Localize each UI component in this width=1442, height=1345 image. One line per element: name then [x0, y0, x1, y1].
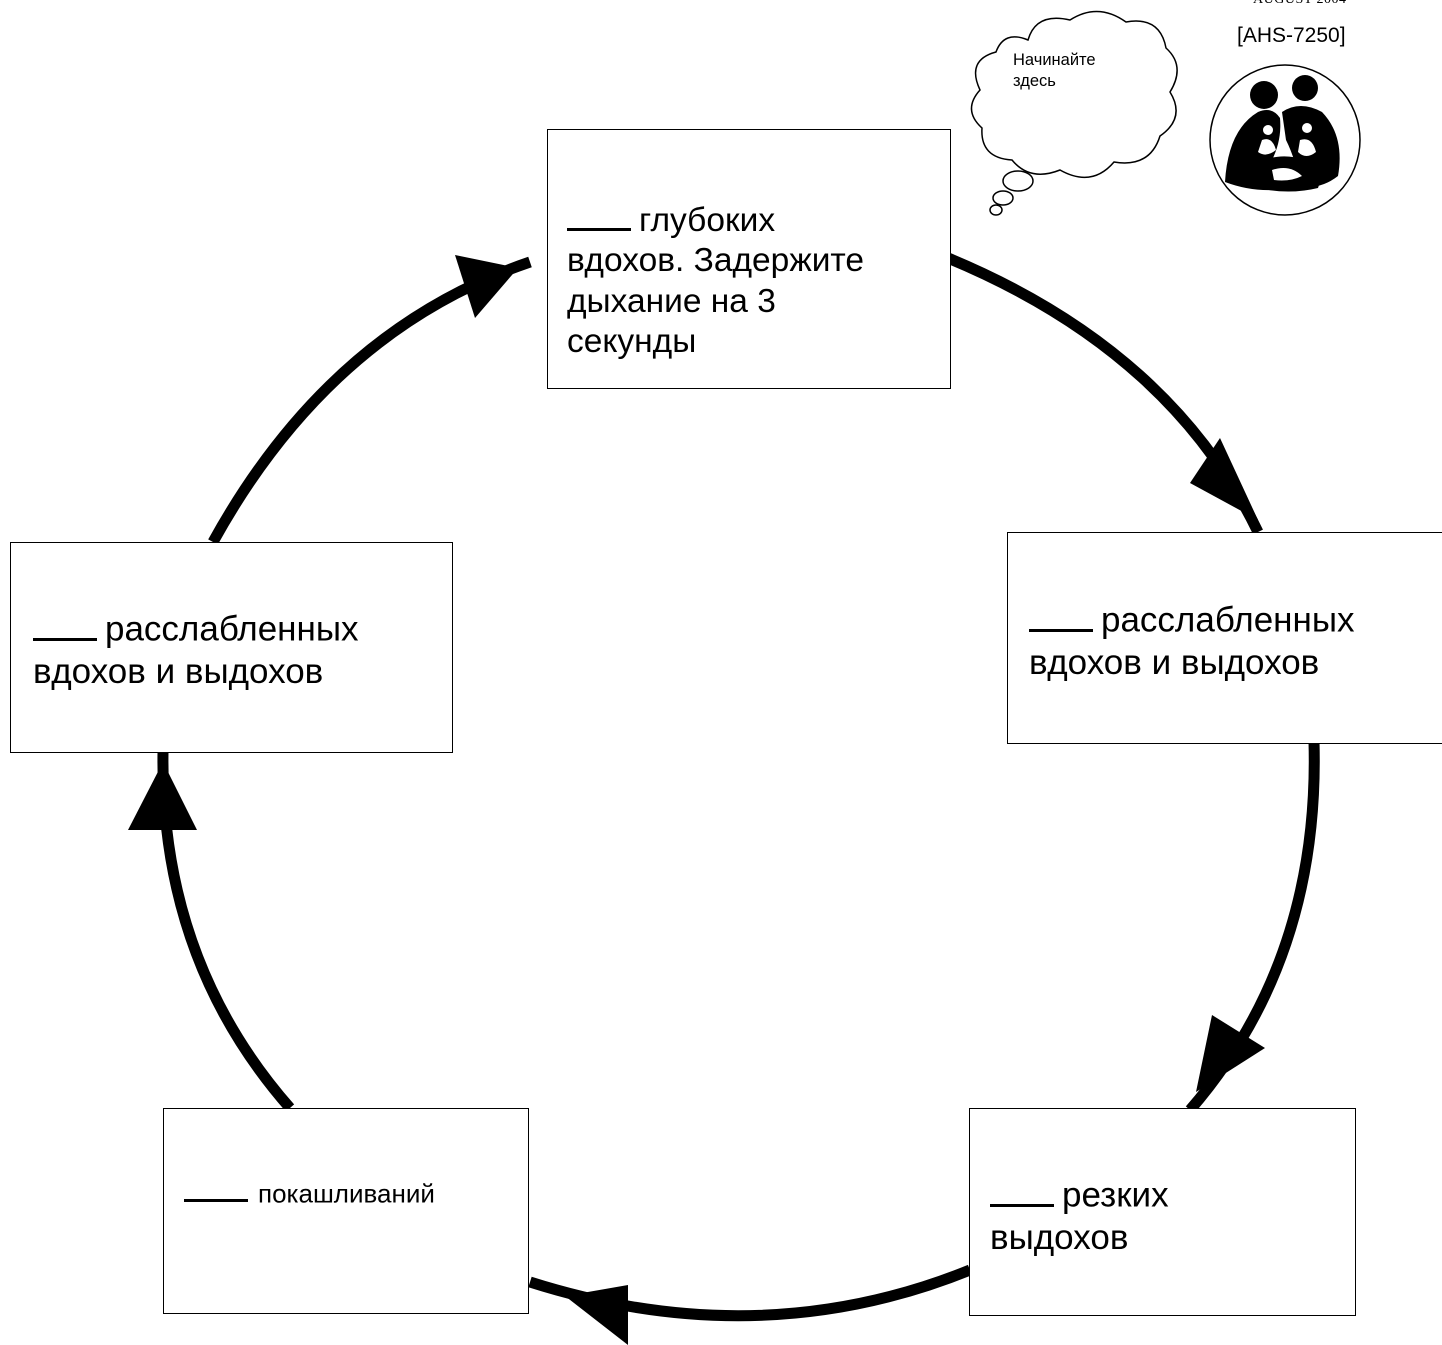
- arrowhead-left-up: [128, 762, 197, 830]
- arrowhead-top-right: [1190, 438, 1258, 520]
- family-seal-logo: [1209, 64, 1361, 216]
- header-date: AUGUST 2004: [1253, 0, 1347, 8]
- start-bubble: [970, 10, 1178, 216]
- step-box-bottom-left: [163, 1108, 529, 1314]
- step-text-top: глубоких вдохов. Задержите дыхание на 3 …: [567, 198, 864, 362]
- step-line-bottom-right-1: резких: [990, 1172, 1169, 1217]
- step-box-bottom-right: [969, 1108, 1356, 1316]
- step-line-top-1: глубоких: [567, 198, 864, 241]
- step-line-bottom-left-1: покашливаний: [184, 1176, 435, 1210]
- answer-blank-bottom-right: [990, 1172, 1054, 1207]
- step-box-left: [10, 542, 453, 753]
- arrowhead-right-bottom: [1196, 1015, 1265, 1092]
- step-text-bottom-left: покашливаний: [184, 1176, 435, 1210]
- answer-blank-right: [1029, 597, 1093, 632]
- step-line-bottom-right-2: выдохов: [990, 1217, 1129, 1257]
- step-left-text-1: расслабленных: [105, 609, 359, 649]
- start-bubble-label: Начинайте здесь: [1013, 50, 1123, 91]
- header-code: [AHS-7250]: [1237, 24, 1346, 47]
- step-box-top: [547, 129, 951, 389]
- step-line-left-1: расслабленных: [33, 606, 359, 651]
- step-text-bottom-right: резких выдохов: [990, 1172, 1169, 1259]
- arrowhead-bottom: [565, 1285, 628, 1345]
- step-text-right: расслабленных вдохов и выдохов: [1029, 597, 1355, 684]
- step-line-left-2: вдохов и выдохов: [33, 651, 324, 691]
- step-line-right-1: расслабленных: [1029, 597, 1355, 642]
- step-line-right-2: вдохов и выдохов: [1029, 642, 1320, 682]
- step-line-top-3: дыхание на 3: [567, 282, 776, 320]
- answer-blank-bottom-left: [184, 1176, 248, 1203]
- step-right-text-1: расслабленных: [1101, 600, 1355, 640]
- step-box-right: [1007, 532, 1442, 744]
- step-bottom-right-text-1: резких: [1062, 1175, 1169, 1215]
- step-top-text-1: глубоких: [639, 202, 776, 240]
- step-line-top-4: секунды: [567, 322, 697, 360]
- answer-blank-left: [33, 606, 97, 641]
- arrowhead-left-top: [455, 255, 518, 318]
- step-text-left: расслабленных вдохов и выдохов: [33, 606, 359, 693]
- step-bottom-left-text-1: покашливаний: [258, 1178, 435, 1209]
- answer-blank-top: [567, 198, 631, 232]
- step-line-top-2: вдохов. Задержите: [567, 242, 865, 280]
- start-bubble-text: Начинайте здесь: [1013, 51, 1096, 90]
